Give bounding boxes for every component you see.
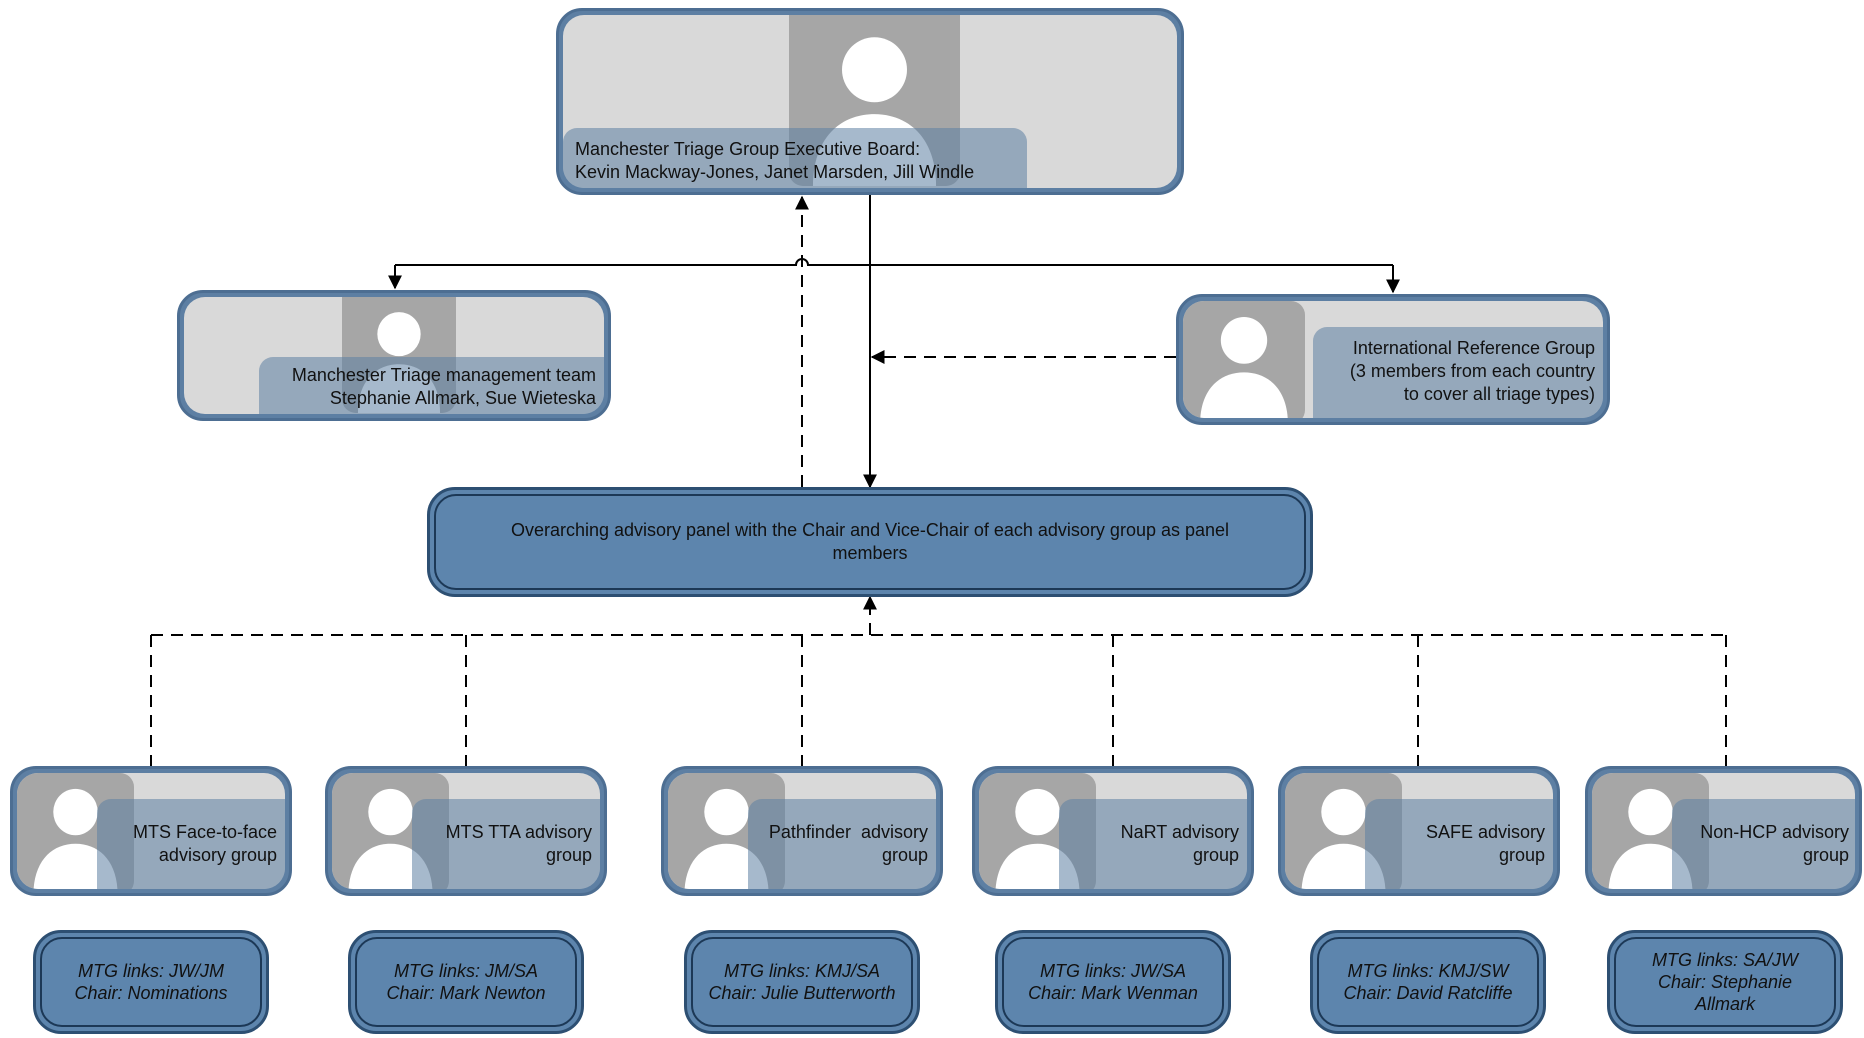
advisory-group-name-2: group: [545, 845, 592, 865]
advisory-group-card-4: NaRT advisory group: [972, 766, 1254, 896]
mtg-links-box-3: MTG links: KMJ/SA Chair: Julie Butterwor…: [684, 930, 920, 1034]
executive-board-title: Manchester Triage Group Executive Board:: [575, 139, 921, 159]
person-silhouette-icon: [1183, 301, 1305, 418]
management-team-card: Manchester Triage management team Stepha…: [177, 290, 611, 421]
mtg-links-text: MTG links: SA/JW: [1651, 950, 1798, 970]
mtg-links-text: MTG links: JW/JM: [78, 961, 224, 981]
advisory-group-name-2: group: [881, 845, 928, 865]
mtg-links-box-1: MTG links: JW/JM Chair: Nominations: [33, 930, 269, 1034]
advisory-group-name-1: MTS TTA advisory: [445, 822, 592, 842]
advisory-group-caption: Non-HCP advisory group: [1672, 799, 1855, 889]
board-branch-line: [395, 258, 1393, 266]
advisory-group-card-1: MTS Face-to-face advisory group: [10, 766, 292, 896]
advisory-group-name-2: group: [1498, 845, 1545, 865]
advisory-group-name-1: MTS Face-to-face: [132, 822, 277, 842]
advisory-group-caption: MTS Face-to-face advisory group: [97, 799, 285, 889]
advisory-group-name-1: Non-HCP advisory: [1700, 822, 1849, 842]
mtg-links-text: MTG links: KMJ/SW: [1347, 961, 1509, 981]
mtg-links-box-5: MTG links: KMJ/SW Chair: David Ratcliffe: [1310, 930, 1546, 1034]
mtg-links-text: MTG links: JW/SA: [1039, 961, 1186, 981]
chair-text: Chair: Stephanie: [1657, 972, 1793, 992]
reference-group-card: International Reference Group (3 members…: [1176, 294, 1610, 425]
management-team-members: Stephanie Allmark, Sue Wieteska: [329, 388, 596, 408]
chair-text: Chair: Nominations: [74, 983, 228, 1003]
advisory-group-card-5: SAFE advisory group: [1278, 766, 1560, 896]
reference-group-title: International Reference Group: [1352, 338, 1595, 358]
executive-board-members: Kevin Mackway-Jones, Janet Marsden, Jill…: [575, 162, 975, 182]
mtg-links-text: MTG links: JM/SA: [393, 961, 538, 981]
management-team-caption: Manchester Triage management team Stepha…: [259, 357, 604, 414]
advisory-group-name-1: Pathfinder advisory: [768, 822, 928, 842]
reference-group-caption: International Reference Group (3 members…: [1313, 327, 1603, 418]
advisory-panel-text: Overarching advisory panel with the Chai…: [434, 494, 1306, 590]
advisory-group-caption: MTS TTA advisory group: [412, 799, 600, 889]
advisory-group-caption: NaRT advisory group: [1059, 799, 1247, 889]
chair-text-continued: Allmark: [1694, 994, 1755, 1014]
executive-board-caption: Manchester Triage Group Executive Board:…: [563, 128, 1027, 188]
advisory-group-card-3: Pathfinder advisory group: [661, 766, 943, 896]
reference-group-desc-1: (3 members from each country: [1349, 361, 1595, 381]
mtg-links-text: MTG links: KMJ/SA: [723, 961, 880, 981]
advisory-group-name-2: group: [1192, 845, 1239, 865]
advisory-group-card-6: Non-HCP advisory group: [1585, 766, 1862, 896]
advisory-group-caption: Pathfinder advisory group: [748, 799, 936, 889]
mtg-links-box-2: MTG links: JM/SA Chair: Mark Newton: [348, 930, 584, 1034]
mtg-links-box-6: MTG links: SA/JW Chair: Stephanie Allmar…: [1607, 930, 1843, 1034]
chair-text: Chair: Mark Newton: [386, 983, 546, 1003]
advisory-group-name-2: group: [1802, 845, 1849, 865]
reference-group-desc-2: to cover all triage types): [1403, 384, 1595, 404]
executive-board-card: Manchester Triage Group Executive Board:…: [556, 8, 1184, 195]
management-team-title: Manchester Triage management team: [291, 365, 596, 385]
advisory-group-name-1: NaRT advisory: [1120, 822, 1239, 842]
advisory-group-name-2: advisory group: [158, 845, 277, 865]
advisory-group-caption: SAFE advisory group: [1365, 799, 1553, 889]
advisory-group-card-2: MTS TTA advisory group: [325, 766, 607, 896]
chair-text: Chair: David Ratcliffe: [1343, 983, 1513, 1003]
chair-text: Chair: Mark Wenman: [1028, 983, 1198, 1003]
advisory-group-name-1: SAFE advisory: [1425, 822, 1545, 842]
advisory-panel: Overarching advisory panel with the Chai…: [427, 487, 1313, 597]
mtg-links-box-4: MTG links: JW/SA Chair: Mark Wenman: [995, 930, 1231, 1034]
chair-text: Chair: Julie Butterworth: [708, 983, 896, 1003]
